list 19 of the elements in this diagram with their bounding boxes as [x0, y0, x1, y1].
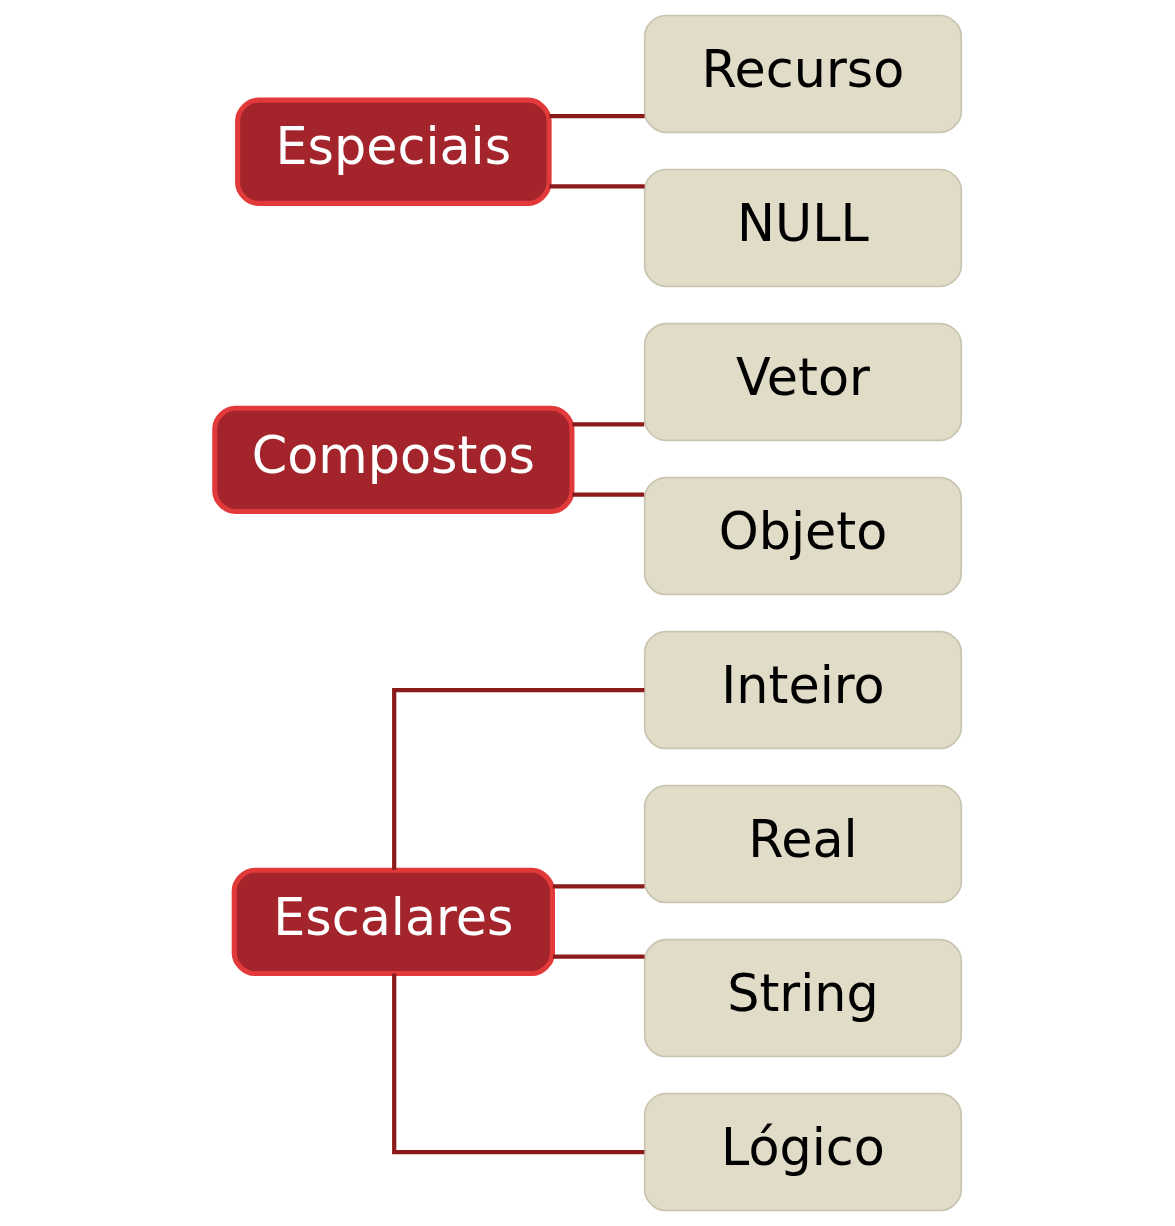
connector: [548, 184, 645, 189]
connector: [548, 114, 645, 119]
connector: [571, 422, 644, 427]
connector: [552, 884, 645, 889]
node-box: Inteiro: [643, 630, 962, 750]
node-box: Especiais: [234, 97, 552, 206]
node-box: Compostos: [211, 405, 574, 514]
connector: [391, 687, 644, 870]
node-box: Real: [643, 784, 962, 904]
connector: [552, 954, 645, 959]
connector: [391, 973, 644, 1155]
node-box: Escalares: [231, 867, 555, 977]
node-box: String: [643, 938, 962, 1058]
node-box: Lógico: [643, 1092, 962, 1212]
node-box: Recurso: [643, 14, 962, 134]
node-box: NULL: [643, 168, 962, 288]
node-box: Objeto: [643, 476, 962, 596]
connector: [571, 492, 644, 497]
node-box: Vetor: [643, 322, 962, 442]
